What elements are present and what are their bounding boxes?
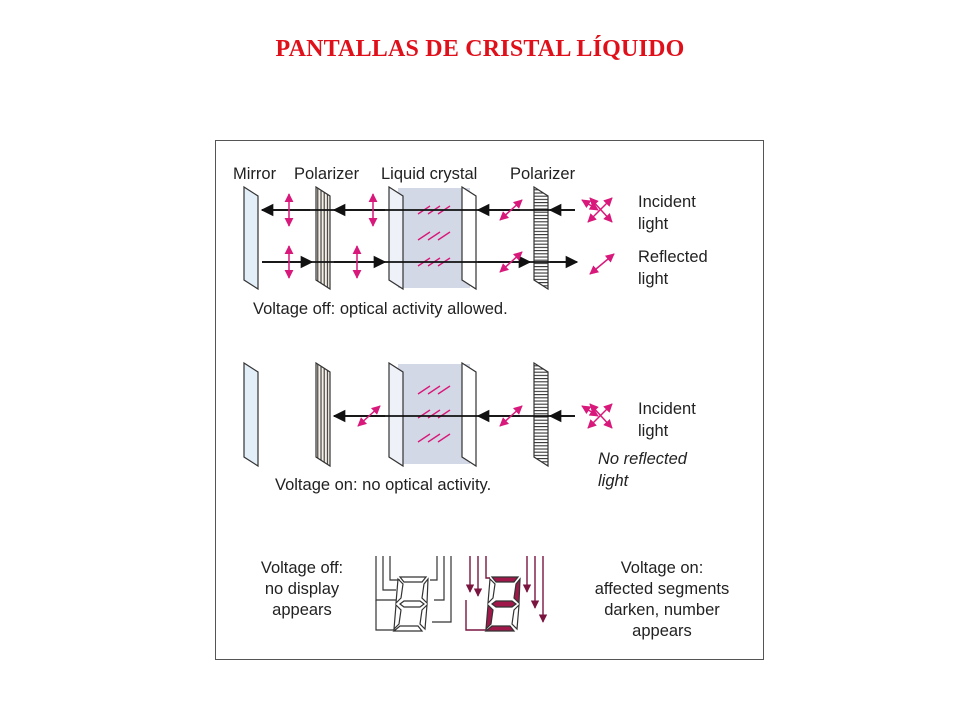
incident-label-line1-middle: Incident: [638, 400, 696, 418]
liquid-crystal-region: [398, 188, 470, 288]
label-polarizer-left: Polarizer: [294, 165, 360, 183]
seven-segment-off: [375, 556, 452, 632]
glass-plate-right-on: [461, 361, 477, 468]
middle-caption: Voltage on: no optical activity.: [275, 476, 491, 494]
voltage-off-text-1: Voltage off:: [261, 559, 343, 577]
no-reflected-label-line1: No reflected: [598, 450, 688, 468]
voltage-on-text-2: affected segments: [595, 580, 730, 598]
reflected-label-line1: Reflected: [638, 248, 708, 266]
top-caption: Voltage off: optical activity allowed.: [253, 300, 508, 318]
voltage-off-text-3: appears: [272, 601, 332, 619]
incident-label-line2-middle: light: [638, 422, 669, 440]
polarizer-left-plate: [315, 185, 331, 291]
slide-title: PANTALLAS DE CRISTAL LÍQUIDO: [275, 36, 685, 62]
top-panel: Mirror Polarizer Liquid crystal Polarize…: [233, 165, 708, 318]
voltage-on-text-1: Voltage on:: [621, 559, 704, 577]
glass-plate-left-on: [388, 361, 404, 468]
voltage-on-text-4: appears: [632, 622, 692, 640]
voltage-on-text-3: darken, number: [604, 601, 720, 619]
polarizer-right-plate: [533, 185, 549, 291]
glass-plate-right: [461, 185, 477, 291]
label-mirror: Mirror: [233, 165, 277, 183]
voltage-off-text-2: no display: [265, 580, 340, 598]
reflected-label-line2: light: [638, 270, 669, 288]
polarization-arrows-middle: [357, 403, 613, 429]
middle-panel: Incident light No reflected light Voltag…: [243, 361, 696, 494]
incident-label-line1-top: Incident: [638, 193, 696, 211]
polarizer-right-plate-on: [533, 361, 549, 468]
no-reflected-label-line2: light: [598, 472, 630, 490]
mirror-plate-on: [243, 361, 259, 468]
glass-plate-left: [388, 185, 404, 291]
mirror-plate: [243, 185, 259, 291]
seven-segment-on: [465, 556, 548, 632]
incident-label-line2-top: light: [638, 215, 669, 233]
figure-frame: [215, 140, 764, 660]
bottom-panel: Voltage off: no display appears: [261, 556, 729, 640]
polarizer-left-plate-on: [315, 361, 331, 468]
label-polarizer-right: Polarizer: [510, 165, 576, 183]
polarization-arrows-top: [284, 193, 615, 279]
label-liquid-crystal: Liquid crystal: [381, 165, 477, 183]
